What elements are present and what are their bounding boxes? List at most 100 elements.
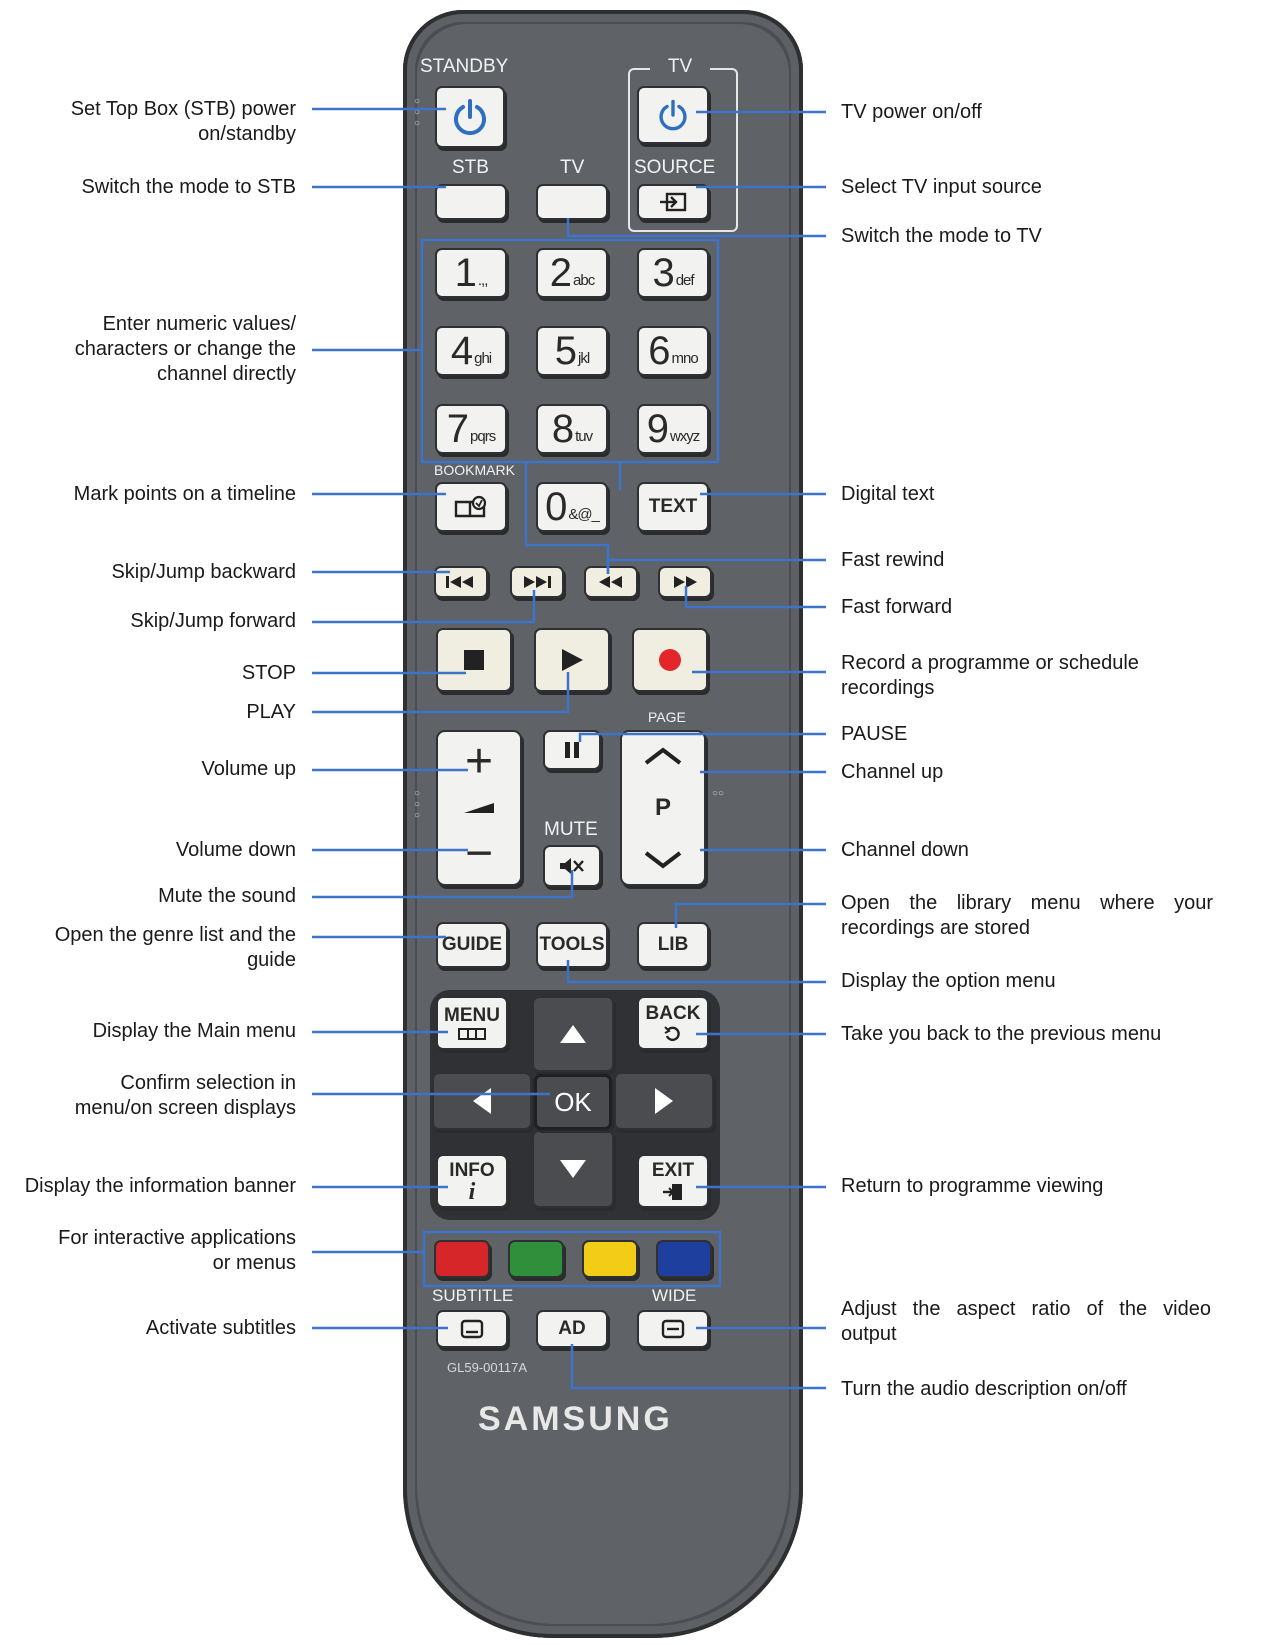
- back-button[interactable]: BACK: [637, 996, 709, 1050]
- channel-rocker[interactable]: P: [620, 730, 706, 886]
- annotation-line: Take you back to the previous menu: [841, 1023, 1162, 1045]
- annotation-line: on/standby: [198, 123, 296, 145]
- source-button[interactable]: [637, 184, 709, 220]
- annotation-line: PAUSE: [841, 723, 908, 745]
- rewind-button[interactable]: [584, 566, 638, 598]
- info-label: INFO: [449, 1160, 495, 1181]
- annotation-line: Return to programme viewing: [841, 1175, 1104, 1197]
- annotation-line: Digital text: [841, 483, 935, 505]
- chevron-down-icon[interactable]: [643, 850, 683, 870]
- annotation-line: For interactive applications: [58, 1227, 296, 1249]
- arrow-up-icon: [560, 1025, 586, 1043]
- annotation-line: recordings are stored: [841, 917, 1030, 939]
- back-label: BACK: [645, 1003, 701, 1024]
- nav-left-button[interactable]: [432, 1072, 532, 1130]
- guide-button[interactable]: GUIDE: [436, 922, 508, 968]
- yellow-button[interactable]: [582, 1240, 638, 1278]
- page-label: PAGE: [648, 709, 686, 725]
- stop-icon: [464, 650, 484, 670]
- ok-button[interactable]: OK: [534, 1074, 612, 1130]
- volume-ramp-icon: [464, 802, 494, 813]
- annotation-mute: Mute the sound: [158, 884, 296, 909]
- annotation-line: Switch the mode to STB: [81, 176, 296, 198]
- volume-rocker[interactable]: + −: [436, 730, 522, 886]
- annotation-text: Digital text: [841, 482, 934, 507]
- red-button[interactable]: [434, 1240, 490, 1278]
- stb-label: STB: [452, 157, 489, 178]
- pause-button[interactable]: [543, 730, 601, 770]
- model-number: GL59-00117A: [447, 1360, 527, 1375]
- stb-power-button[interactable]: [435, 86, 505, 148]
- annotation-play: PLAY: [246, 700, 296, 725]
- mute-label: MUTE: [544, 819, 598, 840]
- bookmark-button[interactable]: [435, 482, 507, 532]
- nav-down-button[interactable]: [532, 1130, 614, 1208]
- digit: 3: [652, 250, 674, 295]
- digit-letters: &@_: [568, 505, 600, 523]
- annotation-line: or menus: [212, 1252, 296, 1274]
- stop-button[interactable]: [436, 628, 512, 692]
- volume-up-key[interactable]: +: [464, 735, 494, 789]
- annotation-line: Turn the audio description on/off: [841, 1378, 1127, 1400]
- annotation-back: Take you back to the previous menu: [841, 1022, 1161, 1047]
- annotation-line: menu/on screen displays: [74, 1097, 296, 1119]
- nav-right-button[interactable]: [614, 1072, 714, 1130]
- indicator-dots: ○○○: [414, 96, 421, 129]
- menu-button[interactable]: MENU: [436, 996, 508, 1050]
- skip-back-icon: [446, 576, 473, 588]
- stb-mode-button[interactable]: [435, 184, 507, 220]
- annotation-fast-forward: Fast forward: [841, 595, 952, 620]
- digit-1-button[interactable]: 1.,,: [435, 248, 507, 298]
- ad-button[interactable]: AD: [536, 1310, 608, 1348]
- digit-letters: tuv: [575, 427, 593, 445]
- text-button[interactable]: TEXT: [637, 482, 709, 532]
- return-icon: [664, 1026, 680, 1042]
- nav-up-button[interactable]: [532, 996, 614, 1072]
- annotation-tools: Display the option menu: [841, 969, 1056, 994]
- digit: 4: [450, 328, 473, 373]
- lib-button[interactable]: LIB: [637, 922, 709, 968]
- wide-icon: [661, 1319, 685, 1339]
- digit: 7: [446, 406, 469, 451]
- annotation-tv-mode: Switch the mode to TV: [841, 224, 1042, 249]
- indicator-dots: ○○○: [414, 788, 421, 821]
- play-button[interactable]: [534, 628, 610, 692]
- digit-0-button[interactable]: 0&@_: [536, 482, 608, 532]
- annotation-line: Adjust the aspect ratio of the video: [841, 1298, 1211, 1320]
- green-button[interactable]: [508, 1240, 564, 1278]
- record-button[interactable]: [632, 628, 708, 692]
- chevron-up-icon[interactable]: [643, 746, 683, 766]
- tv-power-button[interactable]: [637, 86, 709, 144]
- annotation-tv-power: TV power on/off: [841, 100, 982, 125]
- skip-forward-button[interactable]: [510, 566, 564, 598]
- annotation-line: Display the option menu: [841, 970, 1056, 992]
- blue-button[interactable]: [656, 1240, 712, 1278]
- arrow-right-icon: [655, 1088, 673, 1114]
- annotation-line: recordings: [841, 677, 935, 699]
- bookmark-label: BOOKMARK: [434, 462, 515, 478]
- info-button[interactable]: INFO i: [436, 1154, 508, 1208]
- volume-down-key[interactable]: −: [464, 826, 494, 880]
- fast-forward-icon: [674, 576, 697, 588]
- play-icon: [562, 649, 583, 671]
- tv-mode-button[interactable]: [536, 184, 608, 220]
- annotation-subtitle: Activate subtitles: [146, 1316, 296, 1341]
- tools-button[interactable]: TOOLS: [536, 922, 608, 968]
- annotation-line: Channel up: [841, 761, 944, 783]
- annotation-bookmark: Mark points on a timeline: [74, 482, 296, 507]
- digit: 8: [551, 406, 574, 451]
- digit: 2: [549, 250, 572, 295]
- digit-letters: pqrs: [470, 427, 496, 445]
- subtitle-icon: [460, 1319, 484, 1339]
- exit-button[interactable]: EXIT: [637, 1154, 709, 1208]
